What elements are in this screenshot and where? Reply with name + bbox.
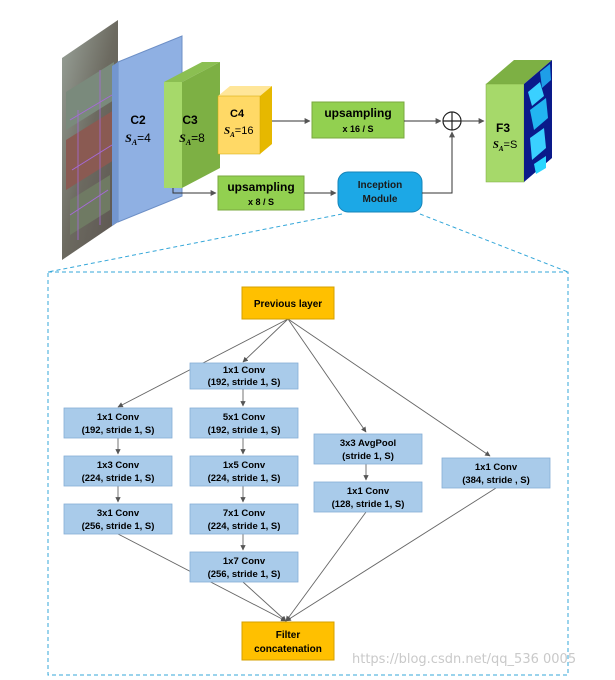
f3-scale: SA=S bbox=[493, 139, 518, 153]
upsampling-top-box bbox=[311, 101, 405, 139]
branch1-conv1-line1: 1x1 Conv bbox=[97, 412, 140, 423]
branch1-conv2-box bbox=[63, 455, 173, 487]
branch1-conv1-box bbox=[63, 407, 173, 439]
branch2-conv2-box bbox=[189, 407, 299, 439]
branch2-conv3-box bbox=[189, 455, 299, 487]
branch4-conv-line1: 1x1 Conv bbox=[475, 462, 518, 473]
branch2-conv4-line2: (224, stride 1, S) bbox=[208, 521, 281, 532]
branch3-avgpool-box bbox=[313, 433, 423, 465]
branch2-conv1-line2: (192, stride 1, S) bbox=[208, 377, 281, 388]
filter-concatenation-line1: Filter bbox=[276, 630, 301, 641]
inception-module-line1: Inception bbox=[358, 180, 402, 191]
inception-module-line2: Module bbox=[363, 194, 398, 205]
branch1-conv1-line2: (192, stride 1, S) bbox=[82, 425, 155, 436]
filter-concatenation-line2: concatenation bbox=[254, 644, 322, 655]
inception-module-box bbox=[337, 171, 423, 213]
c2-label: C2 bbox=[130, 113, 146, 127]
branch1-conv2-line2: (224, stride 1, S) bbox=[82, 473, 155, 484]
previous-layer-label: Previous layer bbox=[254, 299, 322, 310]
aerial-input-image bbox=[62, 20, 118, 260]
branch2-conv3-line2: (224, stride 1, S) bbox=[208, 473, 281, 484]
c3-scale: SA=8 bbox=[179, 131, 205, 147]
upsampling-top-title: upsampling bbox=[324, 106, 391, 120]
f3-label: F3 bbox=[496, 121, 510, 135]
branch1-conv3-line1: 3x1 Conv bbox=[97, 508, 140, 519]
inception-detail-frame bbox=[47, 271, 569, 676]
upsampling-bottom-title: upsampling bbox=[227, 180, 294, 194]
f3-block bbox=[485, 60, 552, 183]
branch2-conv5-line2: (256, stride 1, S) bbox=[208, 569, 281, 580]
branch2-conv2-line2: (192, stride 1, S) bbox=[208, 425, 281, 436]
c4-scale: SA=16 bbox=[224, 125, 253, 139]
upsampling-bottom-factor: x 8 / S bbox=[248, 197, 274, 207]
previous-layer-box bbox=[241, 286, 335, 320]
inception-connectors bbox=[115, 318, 497, 622]
branch3-conv-line2: (128, stride 1, S) bbox=[332, 499, 405, 510]
branch2-conv1-box bbox=[189, 362, 299, 390]
c2-scale: SA=4 bbox=[125, 131, 151, 147]
branch2-conv4-box bbox=[189, 503, 299, 535]
c3-label: C3 bbox=[182, 113, 198, 127]
upsampling-top-factor: x 16 / S bbox=[342, 124, 373, 134]
c4-label: C4 bbox=[230, 108, 245, 120]
watermark-text: https://blog.csdn.net/qq_536 0005 bbox=[352, 652, 577, 667]
branch2-conv2-line1: 5x1 Conv bbox=[223, 412, 266, 423]
branch3-conv-box bbox=[313, 481, 423, 513]
branch4-conv-line2: (384, stride , S) bbox=[462, 475, 530, 486]
branch2-conv5-line1: 1x7 Conv bbox=[223, 556, 266, 567]
branch1-conv3-box bbox=[63, 503, 173, 535]
branch1-conv3-line2: (256, stride 1, S) bbox=[82, 521, 155, 532]
arrow-inception-sum bbox=[422, 131, 455, 194]
branch2-conv4-line1: 7x1 Conv bbox=[223, 508, 266, 519]
branch3-avgpool-line2: (stride 1, S) bbox=[342, 451, 394, 462]
zoom-line-right bbox=[419, 213, 569, 273]
filter-concatenation-box bbox=[241, 621, 335, 661]
branch3-avgpool-line1: 3x3 AvgPool bbox=[340, 438, 396, 449]
zoom-line-left bbox=[47, 213, 343, 273]
branch3-conv-line1: 1x1 Conv bbox=[347, 486, 390, 497]
c3-block bbox=[164, 62, 220, 188]
c4-block bbox=[217, 86, 272, 155]
branch1-conv2-line1: 1x3 Conv bbox=[97, 460, 140, 471]
branch2-conv5-box bbox=[189, 551, 299, 583]
branch2-conv3-line1: 1x5 Conv bbox=[223, 460, 266, 471]
branch4-conv-box bbox=[441, 457, 551, 489]
upsampling-bottom-box bbox=[217, 175, 305, 211]
arrow-c3-upsampling bbox=[172, 188, 217, 196]
branch2-conv1-line1: 1x1 Conv bbox=[223, 365, 266, 376]
